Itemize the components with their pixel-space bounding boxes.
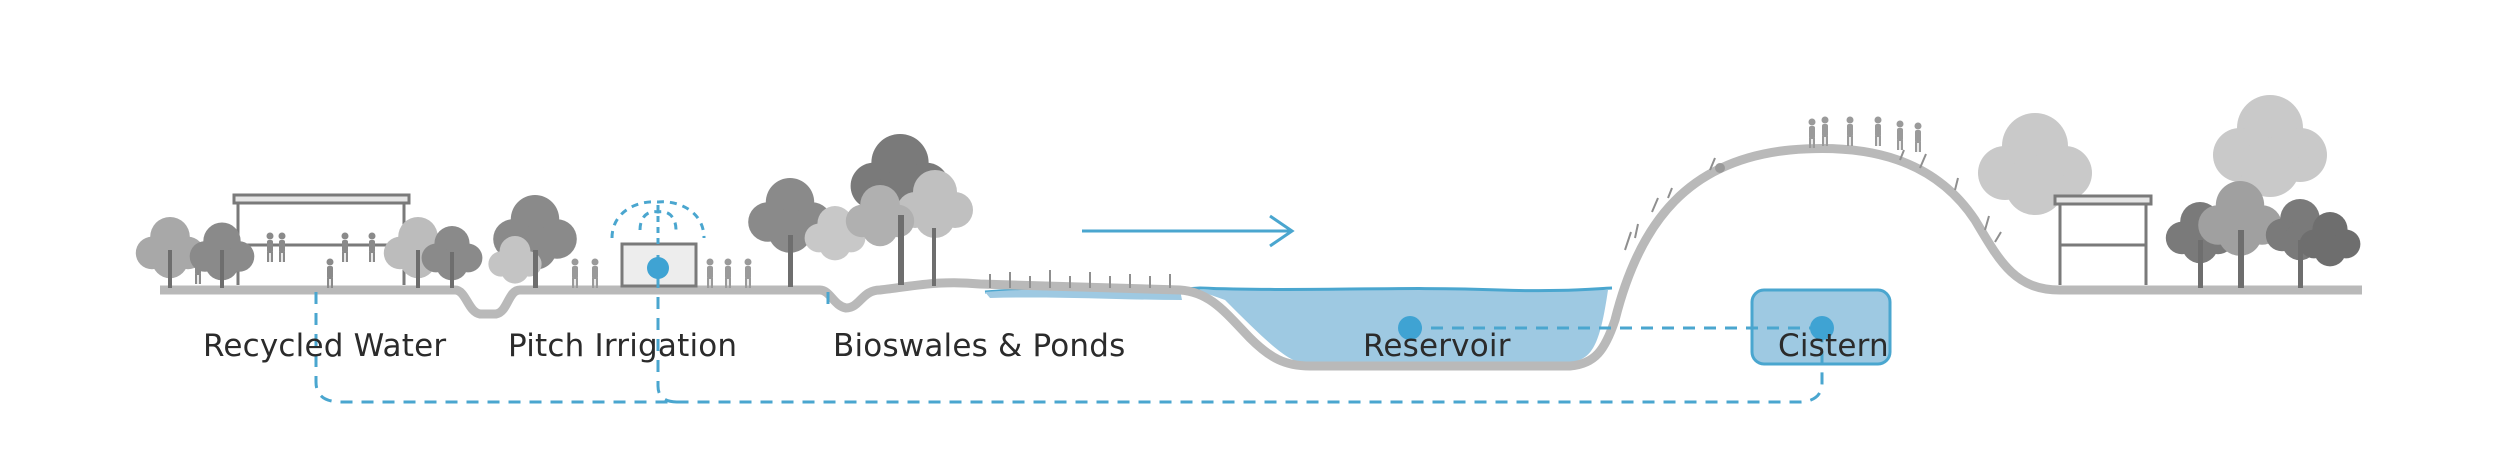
trees-pitch [488, 195, 577, 288]
trees-bioswales [748, 134, 973, 287]
hill-people [1715, 116, 1922, 173]
pavilion-left [232, 193, 411, 285]
trees-right [1978, 95, 2361, 288]
water-node-icon [1810, 316, 1834, 340]
pavilion-right [2053, 194, 2153, 285]
label-pitch-irrigation: Pitch Irrigation [508, 328, 738, 364]
label-recycled-water: Recycled Water [203, 328, 447, 364]
label-cistern: Cistern [1778, 328, 1889, 364]
water-node-icon [647, 257, 669, 279]
arrow-right-icon [1082, 214, 1295, 248]
reeds [989, 270, 1171, 288]
label-reservoir: Reservoir [1363, 328, 1511, 364]
reservoir-water [1170, 290, 1608, 362]
ground-profile [160, 144, 2362, 371]
water-node-icon [1398, 316, 1422, 340]
hill-grass [1624, 149, 2002, 251]
trees-recycled-water [135, 217, 483, 288]
pipe-network [314, 255, 1824, 404]
label-bioswales-ponds: Bioswales & Ponds [833, 328, 1126, 364]
